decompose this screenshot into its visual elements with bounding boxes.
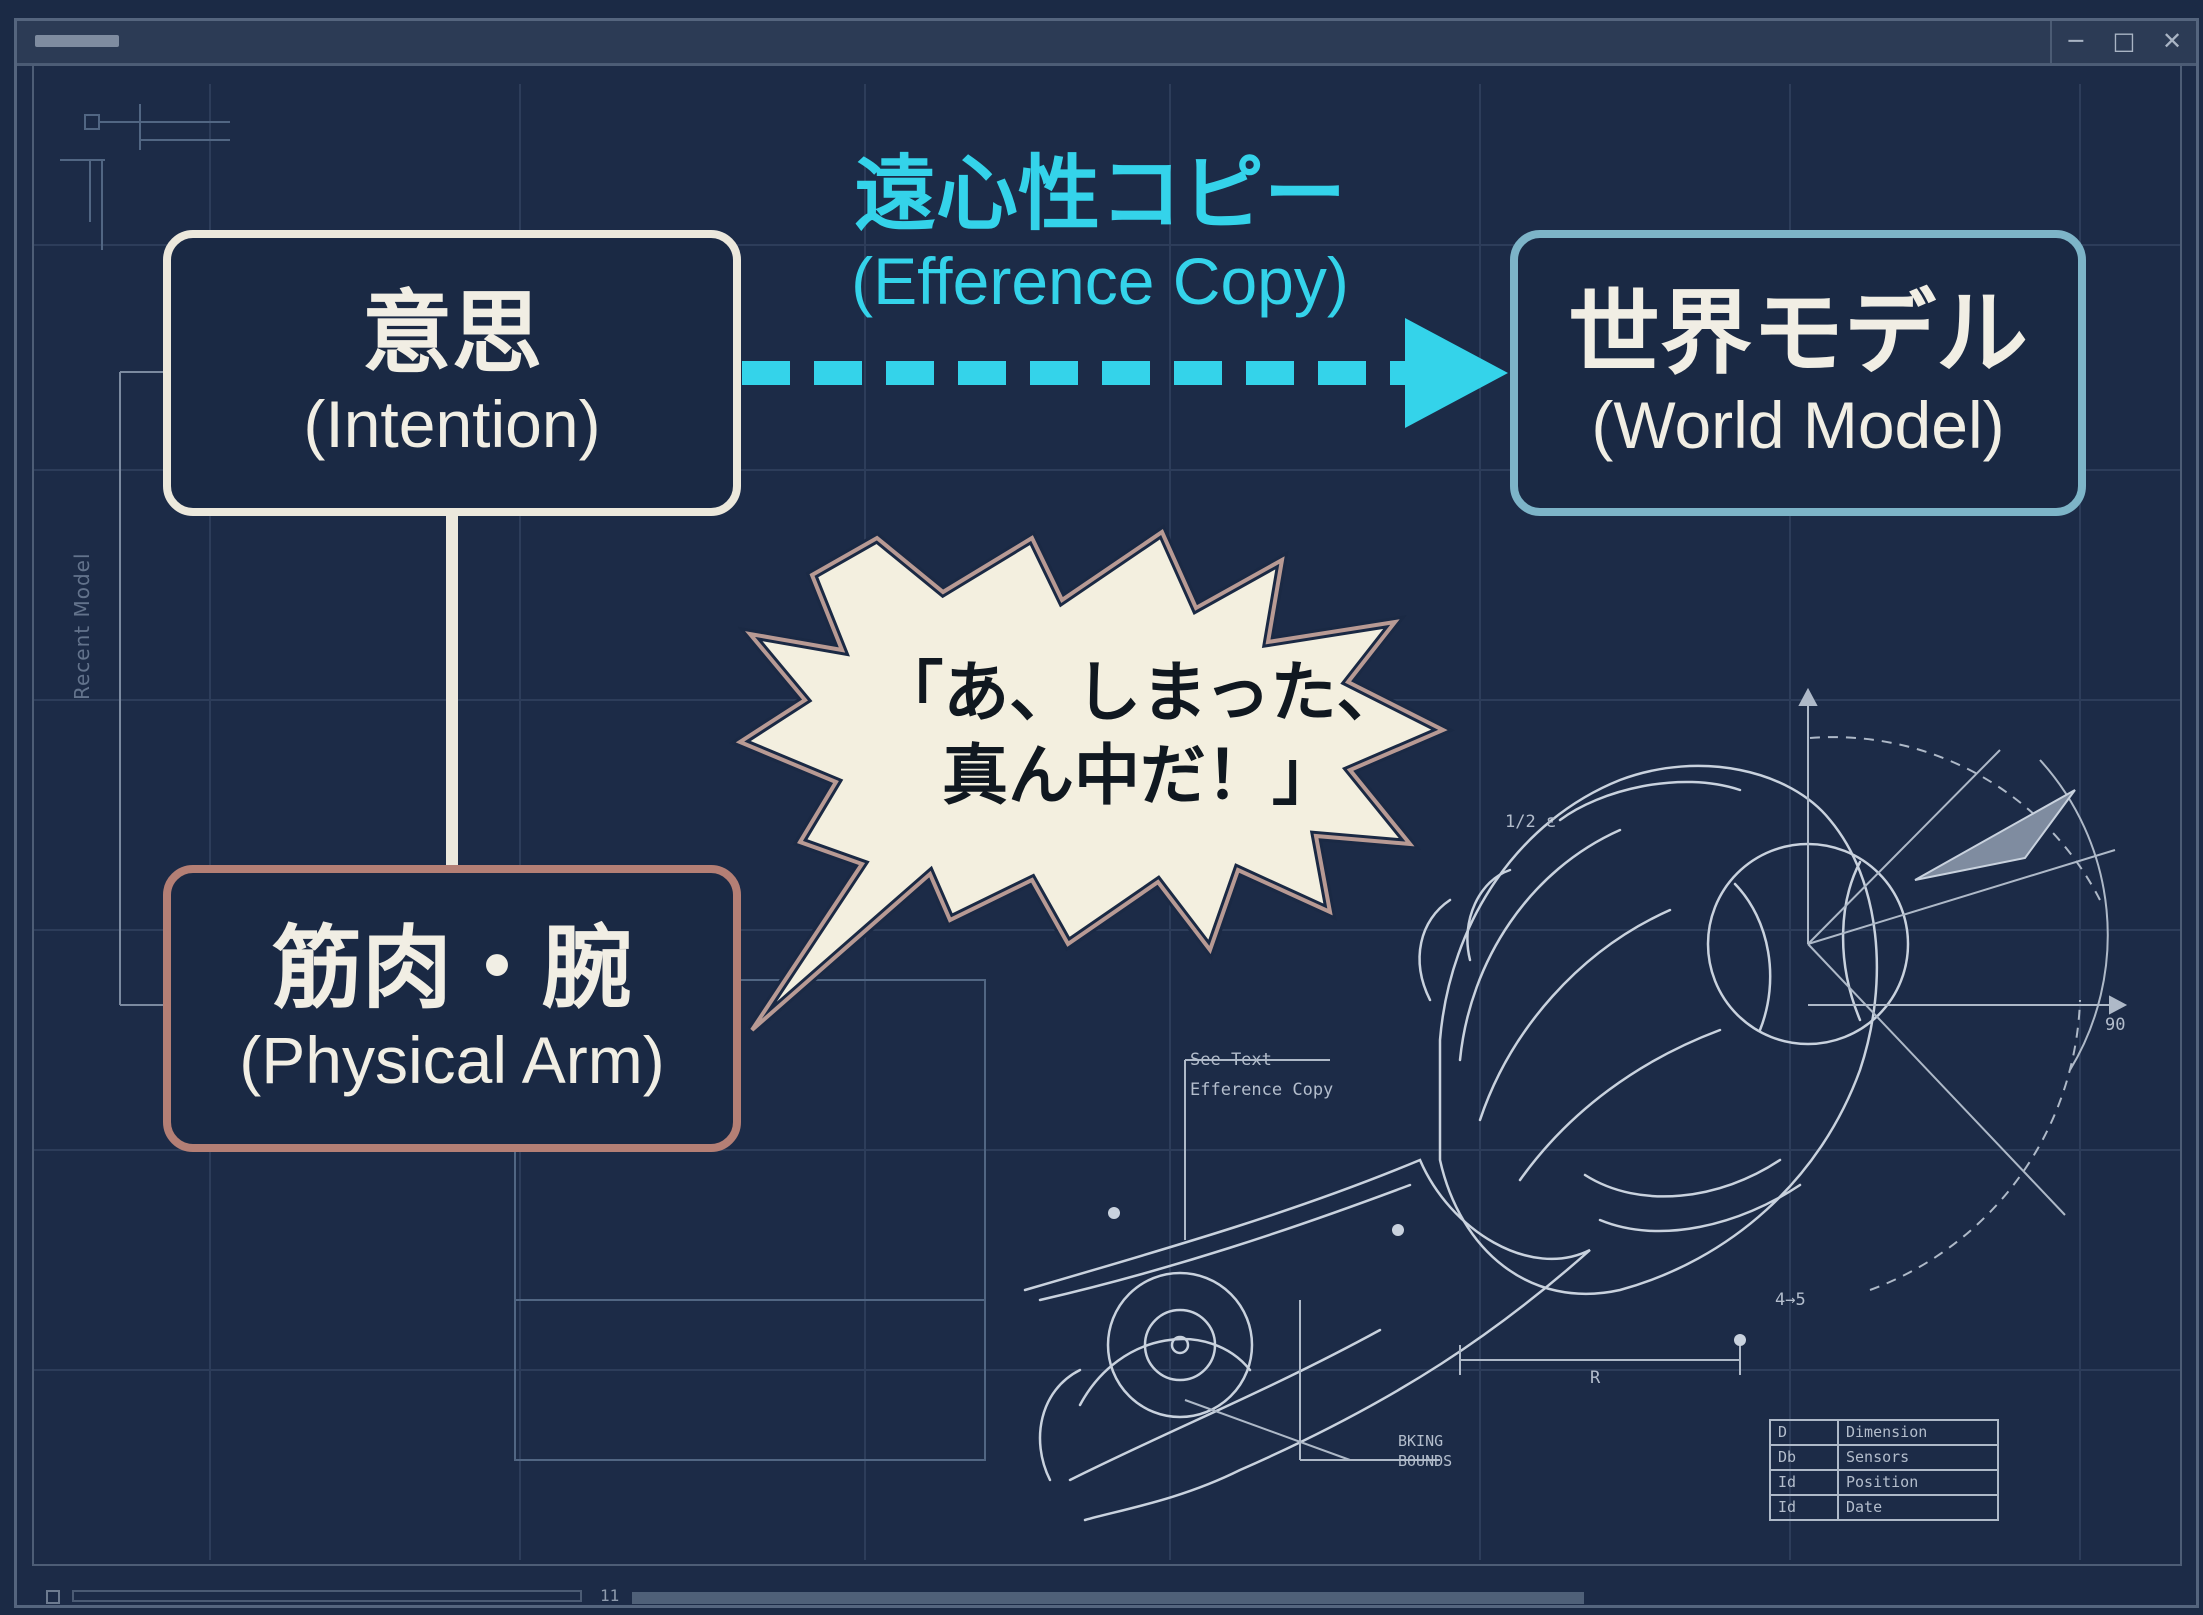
scrollbar-thumb[interactable] <box>632 1592 1584 1604</box>
diagram-canvas <box>32 64 2182 1566</box>
efference-copy-label: 遠心性コピー (Efference Copy) <box>800 147 1400 320</box>
intention-node: 意思 (Intention) <box>163 230 741 516</box>
world-model-node: 世界モデル (World Model) <box>1510 230 2086 516</box>
spec-table-key-4: Id <box>1778 1498 1797 1516</box>
spec-table-value-2: Sensors <box>1846 1448 1910 1466</box>
sketch-dim-label-2: R <box>1590 1368 1601 1388</box>
sketch-note-2: Efference Copy <box>1190 1080 1334 1100</box>
speech-line-2: 真ん中だ！」 <box>942 736 1338 814</box>
scroll-marker: 11 <box>600 1586 620 1605</box>
minimize-button[interactable]: ─ <box>2068 27 2084 55</box>
speech-bubble-text: 「あ、しまった、 真ん中だ！」 <box>840 652 1440 817</box>
maximize-button[interactable]: □ <box>2112 27 2136 55</box>
speech-line-1: 「あ、しまった、 <box>877 654 1403 731</box>
spec-table-value-1: Dimension <box>1846 1423 1928 1441</box>
sketch-dim-label-4: 90 <box>2105 1015 2126 1035</box>
spec-table-key-1: D <box>1778 1423 1788 1441</box>
spec-table-key-3: Id <box>1778 1473 1797 1491</box>
world-model-title: 世界モデル <box>1567 279 2028 387</box>
physical-arm-node: 筋肉・腕 (Physical Arm) <box>163 865 741 1152</box>
physical-arm-title: 筋肉・腕 <box>272 916 632 1022</box>
sketch-dim-label-3: 4→5 <box>1775 1290 1806 1310</box>
scrollbar-track[interactable] <box>72 1590 582 1602</box>
efference-copy-title: 遠心性コピー <box>853 147 1346 242</box>
world-model-subtitle: (World Model) <box>1591 388 2005 463</box>
title-grip[interactable] <box>35 35 119 47</box>
close-button[interactable]: ✕ <box>2161 27 2183 55</box>
physical-arm-subtitle: (Physical Arm) <box>239 1022 665 1097</box>
title-bar[interactable]: ─ □ ✕ <box>17 21 2196 66</box>
sketch-note-1: See Text <box>1190 1050 1272 1070</box>
spec-table-value-3: Position <box>1846 1473 1919 1491</box>
intention-title: 意思 <box>362 280 542 386</box>
scroll-left-button[interactable] <box>46 1590 60 1604</box>
efference-copy-subtitle: (Efference Copy) <box>851 244 1349 319</box>
window-controls: ─ □ ✕ <box>2050 21 2196 63</box>
intention-subtitle: (Intention) <box>303 387 601 462</box>
spec-table-key-2: Db <box>1778 1448 1797 1466</box>
sketch-dim-label-1: 1/2 ε <box>1505 812 1557 832</box>
spec-table-value-4: Date <box>1846 1498 1883 1516</box>
sketch-corner-label: BKING BOUNDS <box>1398 1432 1453 1470</box>
efference-copy-arrowhead <box>1405 318 1508 428</box>
